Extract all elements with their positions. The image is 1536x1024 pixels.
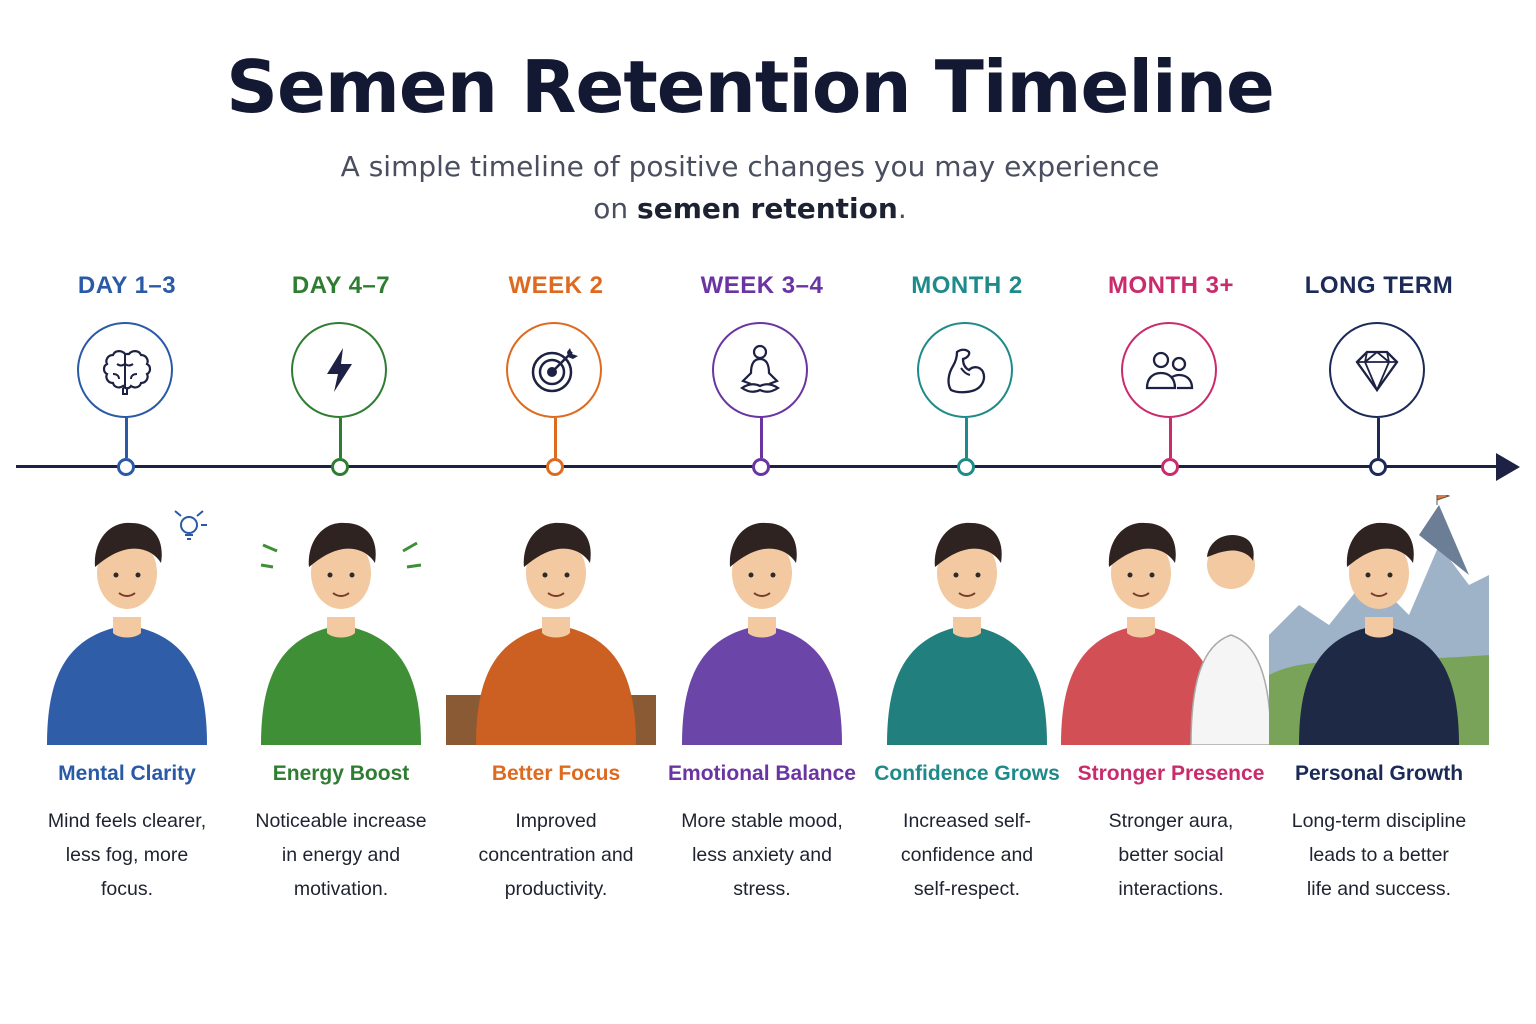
- stage-icon-circle: [917, 322, 1013, 418]
- stage-description: Increased self-confidence and self-respec…: [847, 804, 1087, 906]
- stage-description-line: better social: [1118, 844, 1224, 866]
- flexed-arm-icon: [947, 348, 986, 394]
- stage-icon-circle: [506, 322, 602, 418]
- stage-description-line: More stable mood,: [681, 810, 843, 832]
- stage-period-label: LONG TERM: [1304, 272, 1454, 299]
- stage-description: Improved concentration and productivity.: [436, 804, 676, 906]
- stage-description-line: leads to a better: [1309, 844, 1449, 866]
- stage-connector: [1377, 418, 1380, 458]
- stage-illustration: [857, 495, 1077, 745]
- stage-description-line: Long-term discipline: [1291, 810, 1467, 832]
- timeline-node: [957, 458, 975, 476]
- stage-illustration: [1061, 495, 1281, 746]
- stage-title: Personal Growth: [1294, 762, 1464, 785]
- stage-connector: [554, 418, 557, 458]
- timeline-node: [1369, 458, 1387, 476]
- stage-description-line: Increased self-: [903, 810, 1031, 832]
- brain-icon: [102, 350, 152, 395]
- stage-description-line: stress.: [733, 878, 791, 900]
- timeline-stage: MONTH 3+ Stronger Presence Stronger aura…: [1051, 0, 1291, 1024]
- stage-connector: [125, 418, 128, 458]
- page-title: Semen Retention Timeline: [226, 45, 1275, 129]
- timeline-node: [1161, 458, 1179, 476]
- timeline-node: [117, 458, 135, 476]
- stage-connector: [760, 418, 763, 458]
- stage-description: Noticeable increase in energy and motivati…: [221, 804, 461, 906]
- stage-description-line: concentration and: [478, 844, 634, 866]
- stage-icon-circle: [291, 322, 387, 418]
- stage-description-line: interactions.: [1118, 878, 1224, 900]
- stage-description-line: Improved: [515, 810, 597, 832]
- diamond-icon: [1355, 350, 1399, 393]
- stage-description-line: Stronger aura,: [1108, 810, 1234, 832]
- stage-period-label: MONTH 2: [911, 272, 1023, 299]
- timeline-stage: MONTH 2 Confidence Grows Increased self-…: [847, 0, 1087, 1024]
- stage-description-line: self-respect.: [913, 878, 1021, 900]
- timeline-arrow-icon: [1496, 453, 1520, 481]
- people-icon: [1145, 351, 1194, 390]
- subtitle-line-1: A simple timeline of positive changes yo…: [340, 150, 1160, 183]
- stage-description-line: life and success.: [1306, 878, 1452, 900]
- stage-description-line: Mind feels clearer,: [47, 810, 207, 832]
- stage-period-label: DAY 4–7: [291, 272, 391, 299]
- timeline-node: [331, 458, 349, 476]
- stage-icon-circle: [77, 322, 173, 418]
- meditation-icon: [740, 344, 780, 393]
- subtitle-emphasis: semen retention: [637, 192, 898, 225]
- stage-title: Stronger Presence: [1077, 762, 1265, 785]
- stage-description-line: motivation.: [293, 878, 389, 900]
- stage-description-line: less anxiety and: [692, 844, 832, 866]
- stage-title: Mental Clarity: [58, 762, 196, 785]
- timeline-stage: DAY 4–7 Energy Boost Noticeable increase…: [221, 0, 461, 1024]
- stage-title: Emotional Balance: [668, 762, 856, 785]
- stage-illustration: [17, 495, 237, 745]
- lightning-icon: [327, 348, 352, 392]
- timeline-node: [546, 458, 564, 476]
- stage-title: Confidence Grows: [874, 762, 1060, 785]
- stage-period-label: MONTH 3+: [1107, 272, 1234, 299]
- stage-connector: [1169, 418, 1172, 458]
- stage-title: Better Focus: [491, 762, 621, 785]
- page-subtitle: A simple timeline of positive changes yo…: [0, 146, 1500, 230]
- stage-illustration: [652, 495, 872, 745]
- stage-period-label: WEEK 3–4: [700, 272, 824, 299]
- stage-title: Energy Boost: [272, 762, 410, 785]
- stage-description: Long-term discipline leads to a better lif…: [1259, 804, 1499, 906]
- stage-description-line: in energy and: [281, 844, 401, 866]
- timeline-stage: WEEK 3–4 Emotional Balance More stable m…: [642, 0, 882, 1024]
- target-icon: [531, 348, 578, 393]
- timeline-stage: DAY 1–3 Mental Clarity Mind feels cleare…: [7, 0, 247, 1024]
- stage-connector: [965, 418, 968, 458]
- stage-description-line: Noticeable increase: [255, 810, 427, 832]
- stage-period-label: DAY 1–3: [77, 272, 177, 299]
- stage-description: More stable mood, less anxiety and stress.: [642, 804, 882, 906]
- stage-illustration: [446, 495, 666, 745]
- subtitle-line-2: on semen retention.: [0, 188, 1500, 230]
- stage-icon-circle: [1329, 322, 1425, 418]
- timeline-stage: LONG TERM Personal Growth Long-term disc…: [1259, 0, 1499, 1024]
- subtitle-prefix: on: [593, 192, 638, 225]
- stage-description-line: confidence and: [900, 844, 1034, 866]
- stage-connector: [339, 418, 342, 458]
- subtitle-suffix: .: [897, 192, 907, 225]
- timeline-node: [752, 458, 770, 476]
- stage-illustration: [231, 495, 451, 745]
- stage-description: Mind feels clearer, less fog, more focus.: [7, 804, 247, 906]
- stage-description-line: focus.: [100, 878, 154, 900]
- stage-icon-circle: [712, 322, 808, 418]
- stage-description: Stronger aura, better social interactions.: [1051, 804, 1291, 906]
- stage-illustration: [1269, 490, 1489, 755]
- timeline-stage: WEEK 2 Better Focus Improved concentratio…: [436, 0, 676, 1024]
- stage-icon-circle: [1121, 322, 1217, 418]
- stage-period-label: WEEK 2: [508, 272, 604, 299]
- stage-description-line: productivity.: [504, 878, 608, 900]
- stage-description-line: less fog, more: [65, 844, 189, 866]
